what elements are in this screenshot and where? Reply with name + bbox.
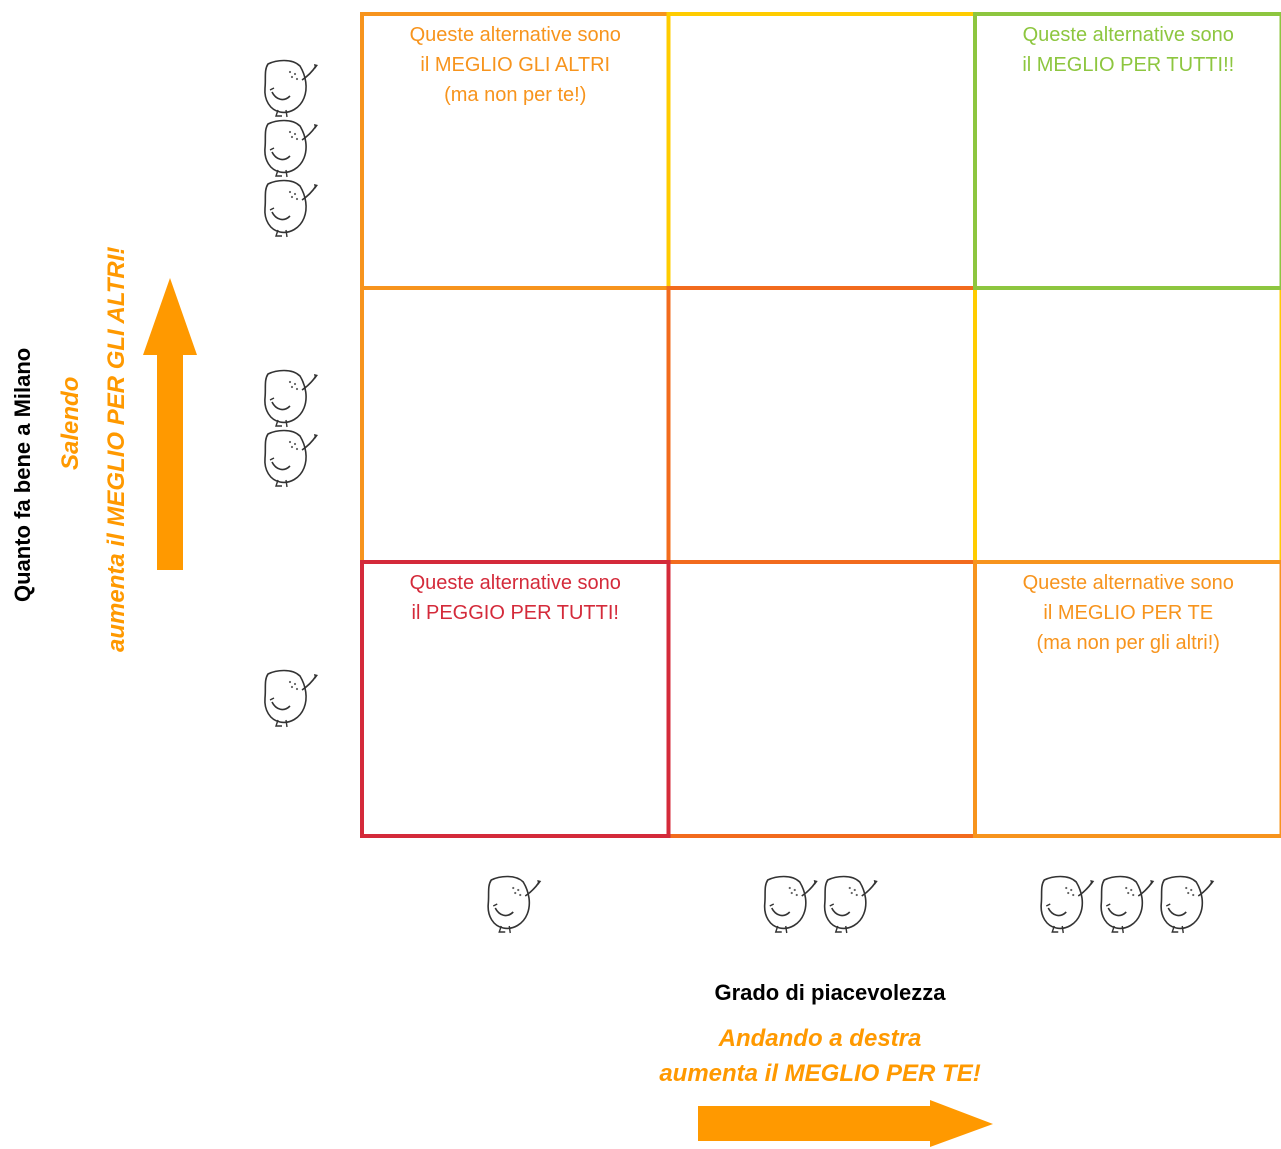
grid [360, 12, 1281, 838]
drop-mascot-icon [763, 875, 819, 934]
arrow-up-icon [143, 278, 197, 570]
cell-caption-r2-c0: Queste alternative sono il PEGGIO PER TU… [409, 572, 621, 624]
grid-cell-r1-c0 [360, 286, 671, 564]
drop-mascot-icon [264, 179, 319, 238]
grid-cell-highlight-r0-c2 [973, 12, 1281, 290]
drop-mascot-icon [264, 669, 319, 728]
x-axis-subtitle-line1: Andando a destra [718, 1025, 922, 1052]
drop-mascot-icon [487, 875, 543, 934]
drop-mascot-icon [264, 369, 319, 428]
grid-cell-highlight-r2-c0 [360, 560, 671, 838]
y-axis-subtitle-line2: aumenta il MEGLIO PER GLI ALTRI! [103, 246, 130, 652]
y-axis-subtitle-line1: Salendo [57, 376, 84, 470]
cell-caption-r0-c0: Queste alternative sono il MEGLIO GLI AL… [409, 24, 621, 106]
grid-cell-r1-c1 [666, 286, 977, 564]
drop-mascot-icon [1160, 875, 1216, 934]
mascot-group [264, 59, 1216, 934]
grid-cell-r2-c1 [666, 560, 977, 838]
grid-cell-r2-c2 [973, 560, 1281, 838]
x-axis-title: Grado di piacevolezza [714, 980, 946, 1005]
drop-mascot-icon [264, 429, 319, 488]
arrow-right-icon [698, 1100, 993, 1147]
drop-mascot-icon [1040, 875, 1096, 934]
drop-mascot-icon [264, 59, 319, 118]
grid-cell-r0-c1 [666, 12, 977, 290]
grid-cell-r1-c2 [973, 286, 1281, 564]
x-axis-subtitle-line2: aumenta il MEGLIO PER TE! [659, 1060, 981, 1087]
cell-caption-r2-c2: Queste alternative sono il MEGLIO PER TE… [1022, 572, 1234, 654]
drop-mascot-icon [1100, 875, 1156, 934]
cell-caption-r0-c2: Queste alternative sono il MEGLIO PER TU… [1022, 24, 1235, 76]
y-axis-title: Quanto fa bene a Milano [10, 347, 35, 602]
drop-mascot-icon [264, 119, 319, 178]
drop-mascot-icon [823, 875, 879, 934]
